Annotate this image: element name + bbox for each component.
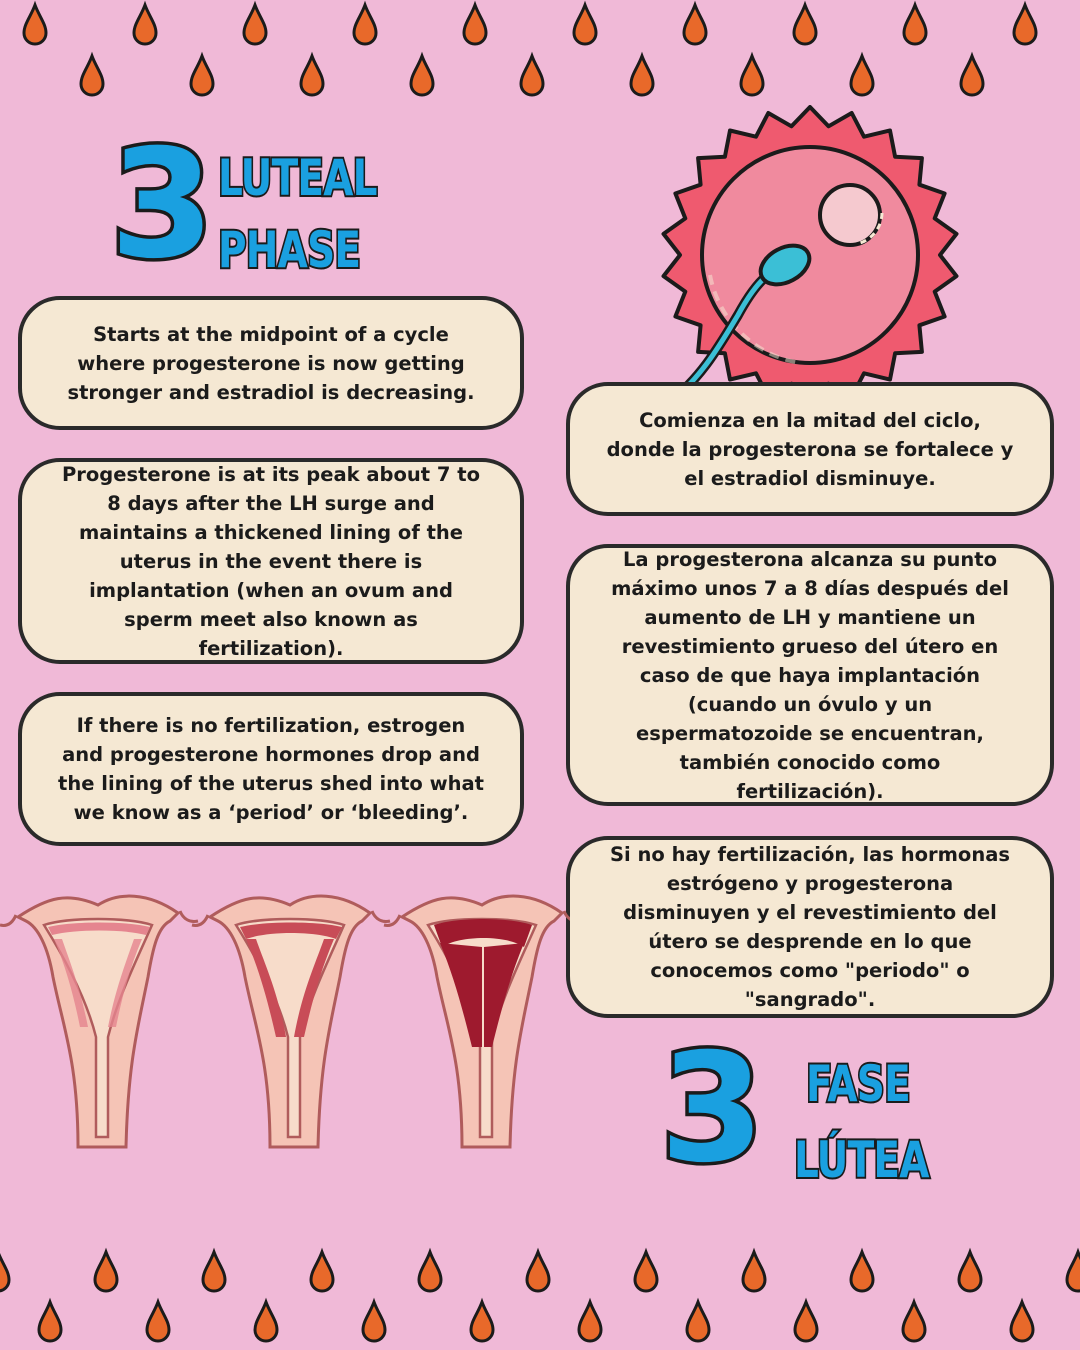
- blood-drops-bottom: [0, 1247, 1080, 1343]
- blood-drop-icon: [299, 51, 325, 97]
- phase-number: 3: [106, 118, 217, 292]
- info-card-es-1: Comienza en la mitad del ciclo, donde la…: [566, 382, 1054, 516]
- blood-drop-icon: [739, 51, 765, 97]
- blood-drop-icon: [793, 1297, 819, 1343]
- heading-line-2: LÚTEA: [792, 1130, 931, 1190]
- blood-drop-icon: [417, 1247, 443, 1293]
- blood-drop-icon: [1065, 1247, 1080, 1293]
- blood-drop-icon: [93, 1247, 119, 1293]
- blood-drop-icon: [519, 51, 545, 97]
- egg-cell-icon: [661, 105, 959, 408]
- heading-line-2: PHASE: [216, 220, 362, 280]
- blood-drop-icon: [849, 51, 875, 97]
- blood-drop-icon: [1012, 0, 1038, 46]
- blood-drop-icon: [253, 1297, 279, 1343]
- blood-drop-icon: [189, 51, 215, 97]
- info-card-en-1: Starts at the midpoint of a cycle where …: [18, 296, 524, 430]
- info-card-es-3: Si no hay fertilización, las hormonas es…: [566, 836, 1054, 1018]
- blood-drop-icon: [682, 0, 708, 46]
- blood-drop-icon: [22, 0, 48, 46]
- uterus-icon: [0, 894, 200, 1149]
- uterus-icon: [382, 894, 570, 1149]
- uterus-illustrations: [0, 894, 570, 1149]
- blood-drop-icon: [525, 1247, 551, 1293]
- blood-drop-icon: [901, 1297, 927, 1343]
- blood-drop-icon: [572, 0, 598, 46]
- blood-drop-icon: [629, 51, 655, 97]
- phase-number: 3: [656, 1022, 767, 1196]
- info-card-en-3: If there is no fertilization, estrogen a…: [18, 692, 524, 846]
- heading-fase-lutea: 3 FASE LÚTEA: [656, 1022, 960, 1196]
- blood-drop-icon: [633, 1247, 659, 1293]
- info-card-en-2: Progesterone is at its peak about 7 to 8…: [18, 458, 524, 664]
- blood-drop-icon: [462, 0, 488, 46]
- blood-drop-icon: [849, 1247, 875, 1293]
- blood-drop-icon: [352, 0, 378, 46]
- blood-drop-icon: [242, 0, 268, 46]
- blood-drop-icon: [577, 1297, 603, 1343]
- blood-drop-icon: [79, 51, 105, 97]
- blood-drop-icon: [132, 0, 158, 46]
- blood-drops-top: [22, 0, 1038, 97]
- blood-drop-icon: [957, 1247, 983, 1293]
- blood-drop-icon: [201, 1247, 227, 1293]
- blood-drop-icon: [309, 1247, 335, 1293]
- blood-drop-icon: [0, 1252, 11, 1293]
- blood-drop-icon: [902, 0, 928, 46]
- heading-luteal-phase: 3 LUTEAL PHASE: [106, 118, 410, 292]
- blood-drop-icon: [37, 1297, 63, 1343]
- heading-line-1: LUTEAL: [216, 148, 379, 208]
- info-card-es-2: La progesterona alcanza su punto máximo …: [566, 544, 1054, 806]
- blood-drop-icon: [959, 51, 985, 97]
- blood-drop-icon: [361, 1297, 387, 1343]
- blood-drop-icon: [1009, 1297, 1035, 1343]
- blood-drop-icon: [469, 1297, 495, 1343]
- blood-drop-icon: [741, 1247, 767, 1293]
- heading-line-1: FASE: [804, 1054, 912, 1114]
- blood-drop-icon: [685, 1297, 711, 1343]
- uterus-icon: [190, 894, 392, 1149]
- blood-drop-icon: [409, 51, 435, 97]
- blood-drop-icon: [145, 1297, 171, 1343]
- blood-drop-icon: [792, 0, 818, 46]
